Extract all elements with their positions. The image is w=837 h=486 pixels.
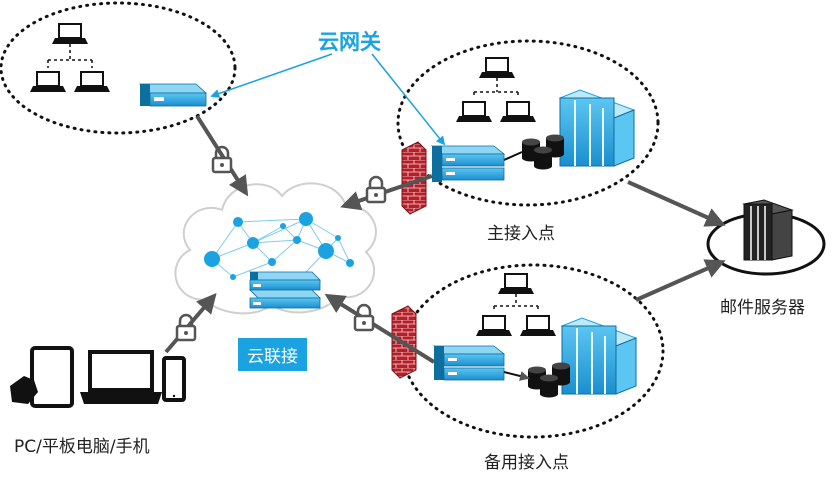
lock-icon-primary bbox=[365, 175, 387, 204]
primary-server-rack bbox=[558, 89, 636, 167]
mail-server-label: 邮件服务器 bbox=[720, 298, 805, 318]
firewall-primary bbox=[401, 141, 427, 215]
primary-access-device bbox=[430, 145, 506, 182]
zone-primary bbox=[396, 39, 660, 207]
lock-icon-top-left bbox=[211, 145, 233, 174]
cloud-mesh-nodes bbox=[204, 212, 354, 280]
top-left-workstations bbox=[30, 23, 110, 92]
backup-access-point-label: 备用接入点 bbox=[484, 453, 569, 473]
lock-icon-backup bbox=[353, 303, 375, 332]
devices-label: PC/平板电脑/手机 bbox=[14, 437, 150, 457]
cloud-gateway-device bbox=[138, 83, 208, 107]
gateway-pointers bbox=[210, 53, 446, 146]
primary-databases bbox=[522, 134, 564, 170]
cloud-link-label: 云联接 bbox=[238, 338, 307, 371]
cloud-gateway-label: 云网关 bbox=[318, 30, 381, 54]
mail-server bbox=[706, 199, 826, 276]
connection-arrows bbox=[164, 114, 726, 364]
primary-access-point-label: 主接入点 bbox=[487, 224, 555, 244]
cloud-link-device bbox=[249, 271, 321, 309]
primary-workstations bbox=[456, 57, 536, 122]
backup-access-device bbox=[432, 345, 506, 381]
backup-workstations bbox=[476, 273, 556, 336]
backup-server-rack bbox=[560, 317, 638, 395]
client-devices bbox=[10, 346, 186, 408]
lock-icon-devices bbox=[175, 313, 197, 342]
backup-databases bbox=[528, 362, 570, 398]
zone-top-left bbox=[0, 1, 237, 135]
